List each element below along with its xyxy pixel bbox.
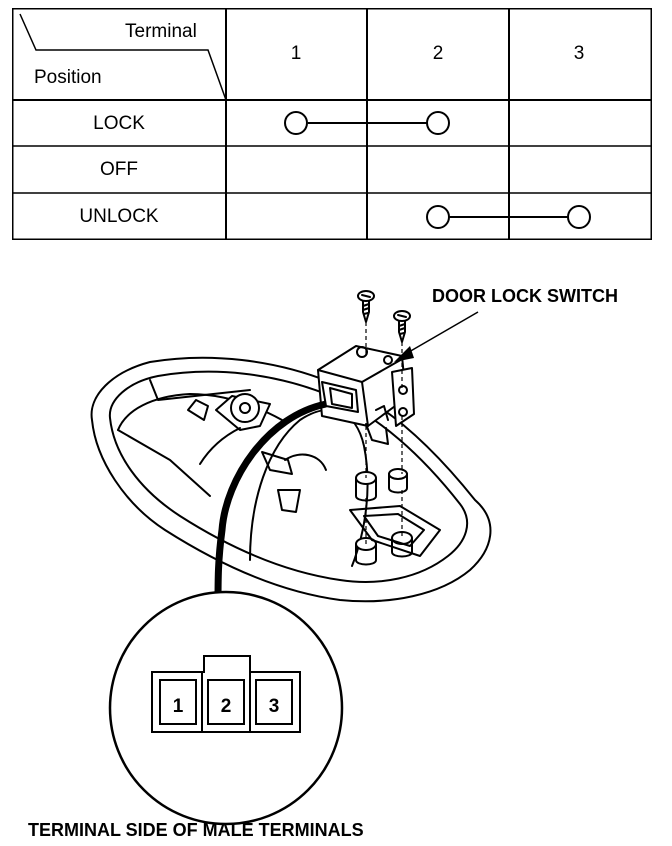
connector-face	[151, 655, 301, 733]
handle-bezel	[90, 356, 492, 603]
row-unlock-label: UNLOCK	[79, 206, 159, 227]
unlock-continuity	[426, 205, 591, 229]
wire-harness	[214, 400, 327, 605]
lock-continuity	[284, 111, 450, 135]
connector-circle	[108, 590, 344, 826]
screw-left	[357, 290, 375, 323]
row-lock-label: LOCK	[93, 113, 145, 134]
header-position: Position	[34, 67, 102, 88]
switch-illustration	[90, 290, 492, 826]
connector-pin-2: 2	[220, 696, 232, 717]
row-off-label: OFF	[100, 159, 138, 180]
column-terminal-1: 1	[290, 43, 302, 64]
connector-pin-3: 3	[268, 696, 280, 717]
connector-pin-1: 1	[172, 696, 184, 717]
continuity-table: Terminal Position 1 2 3 LOCK OFF UNLOCK	[12, 8, 652, 240]
switch-callout-arrow	[394, 311, 479, 362]
terminal-side-label: TERMINAL SIDE OF MALE TERMINALS	[28, 820, 364, 840]
column-terminal-2: 2	[432, 43, 444, 64]
header-terminal: Terminal	[125, 21, 197, 42]
column-terminal-3: 3	[573, 43, 585, 64]
screw-right	[393, 310, 411, 343]
door-lock-switch-diagram: 1 2 3 DOOR LOCK SWITCH TERMINAL SIDE OF …	[0, 260, 672, 846]
door-lock-switch-label: DOOR LOCK SWITCH	[432, 286, 618, 306]
table-grid	[12, 8, 652, 240]
